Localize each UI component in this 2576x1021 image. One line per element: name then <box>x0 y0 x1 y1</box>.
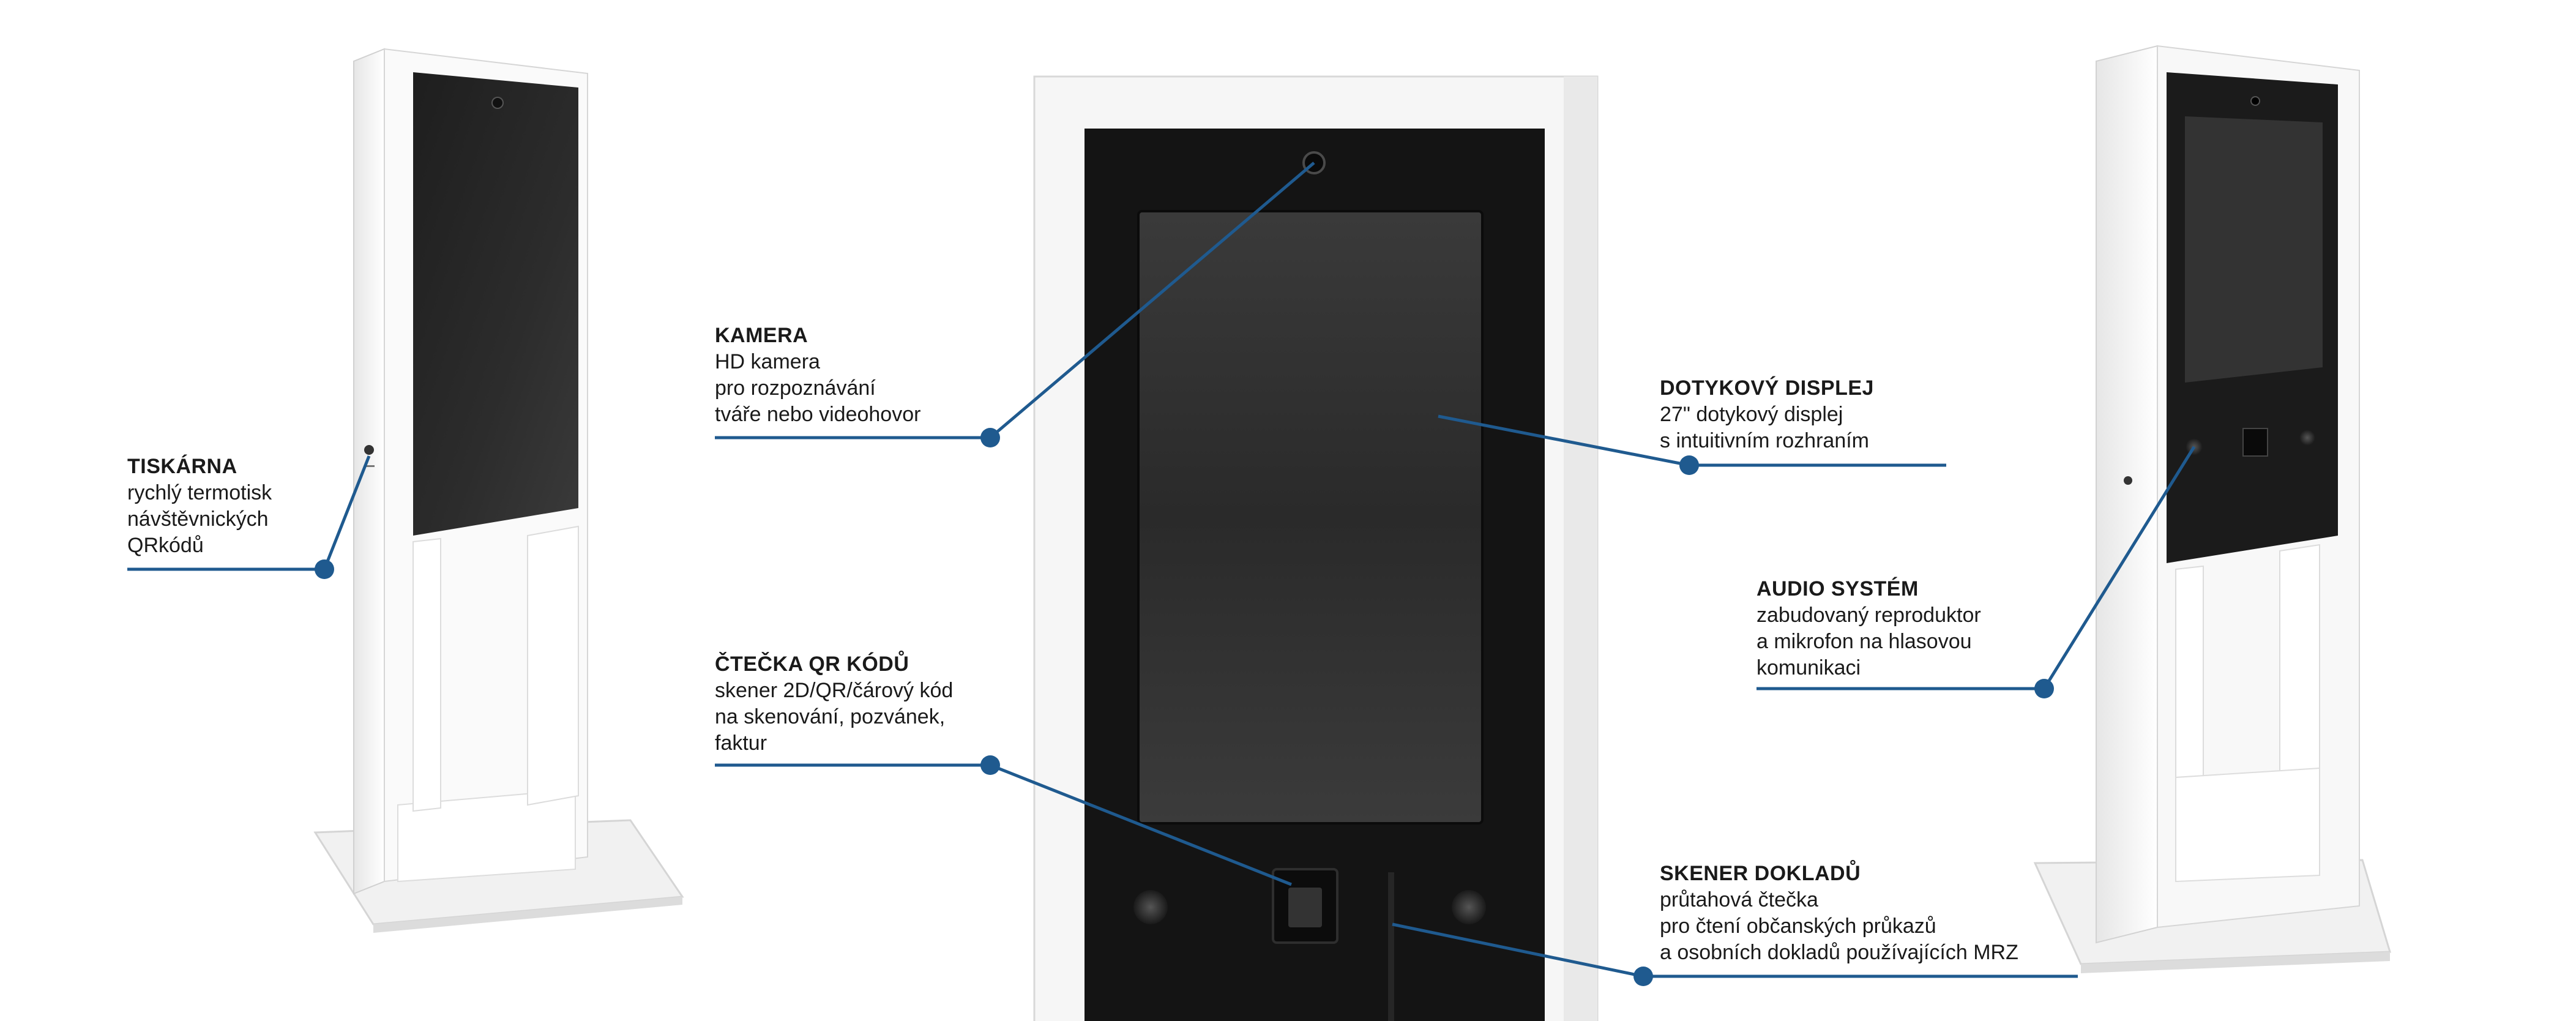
audio-marker <box>2034 679 2054 698</box>
camera-callout: KAMERA HD kamera pro rozpoznávání tváře … <box>715 323 920 428</box>
audio-line-1: zabudovaný reproduktor <box>1757 604 1981 627</box>
right-kiosk <box>2033 45 2391 973</box>
printer-line-3: QRkódů <box>127 534 204 557</box>
doc-scanner-callout: SKENER DOKLADŮ průtahová čtečka pro čten… <box>1660 861 2018 966</box>
doc-scanner-line-1: průtahová čtečka <box>1660 888 1818 911</box>
qr-reader-marker <box>980 755 1000 775</box>
center-kiosk-document-slot <box>1388 872 1394 1021</box>
center-kiosk-screen <box>1137 210 1484 825</box>
display-line-2: s intuitivním rozhraním <box>1660 429 1869 452</box>
display-line-1: 27" dotykový displej <box>1660 403 1843 426</box>
right-kiosk-screen <box>2185 116 2323 383</box>
display-callout: DOTYKOVÝ DISPLEJ 27" dotykový displej s … <box>1660 375 1874 454</box>
display-title: DOTYKOVÝ DISPLEJ <box>1660 376 1874 400</box>
left-kiosk-screen <box>413 72 578 536</box>
doc-scanner-marker <box>1633 967 1653 986</box>
audio-line-3: komunikaci <box>1757 656 1861 679</box>
printer-title: TISKÁRNA <box>127 455 237 478</box>
qr-reader-callout: ČTEČKA QR KÓDŮ skener 2D/QR/čárový kód n… <box>715 651 953 757</box>
audio-title: AUDIO SYSTÉM <box>1757 577 1919 600</box>
qr-reader-line-1: skener 2D/QR/čárový kód <box>715 679 954 702</box>
center-kiosk-speaker-left <box>1133 890 1168 924</box>
qr-reader-title: ČTEČKA QR KÓDŮ <box>715 653 909 676</box>
qr-reader-line-2: na skenování, pozvánek, <box>715 705 946 728</box>
doc-scanner-line-2: pro čtení občanských průkazů <box>1660 914 1936 938</box>
printer-callout: TISKÁRNA rychlý termotisk návštěvnických… <box>127 454 272 559</box>
left-kiosk-side <box>353 48 385 895</box>
printer-marker <box>315 559 334 579</box>
audio-callout: AUDIO SYSTÉM zabudovaný reproduktor a mi… <box>1757 576 1981 681</box>
camera-marker <box>980 428 1000 447</box>
display-marker <box>1679 455 1699 475</box>
doc-scanner-line-3: a osobních dokladů používajících MRZ <box>1660 941 2018 964</box>
camera-line-2: pro rozpoznávání <box>715 376 876 400</box>
printer-line-1: rychlý termotisk <box>127 481 272 504</box>
audio-line-2: a mikrofon na hlasovou <box>1757 630 1972 653</box>
camera-line-1: HD kamera <box>715 350 820 373</box>
center-kiosk <box>1033 75 1599 1021</box>
left-kiosk-camera <box>491 97 504 109</box>
doc-scanner-title: SKENER DOKLADŮ <box>1660 862 1861 885</box>
printer-line-2: návštěvnických <box>127 507 269 531</box>
left-kiosk <box>313 48 684 933</box>
camera-title: KAMERA <box>715 324 808 347</box>
camera-line-3: tváře nebo videohovor <box>715 403 921 426</box>
center-kiosk-speaker-right <box>1452 890 1486 924</box>
qr-reader-line-3: faktur <box>715 731 767 755</box>
left-kiosk-printer-slot <box>364 445 374 455</box>
